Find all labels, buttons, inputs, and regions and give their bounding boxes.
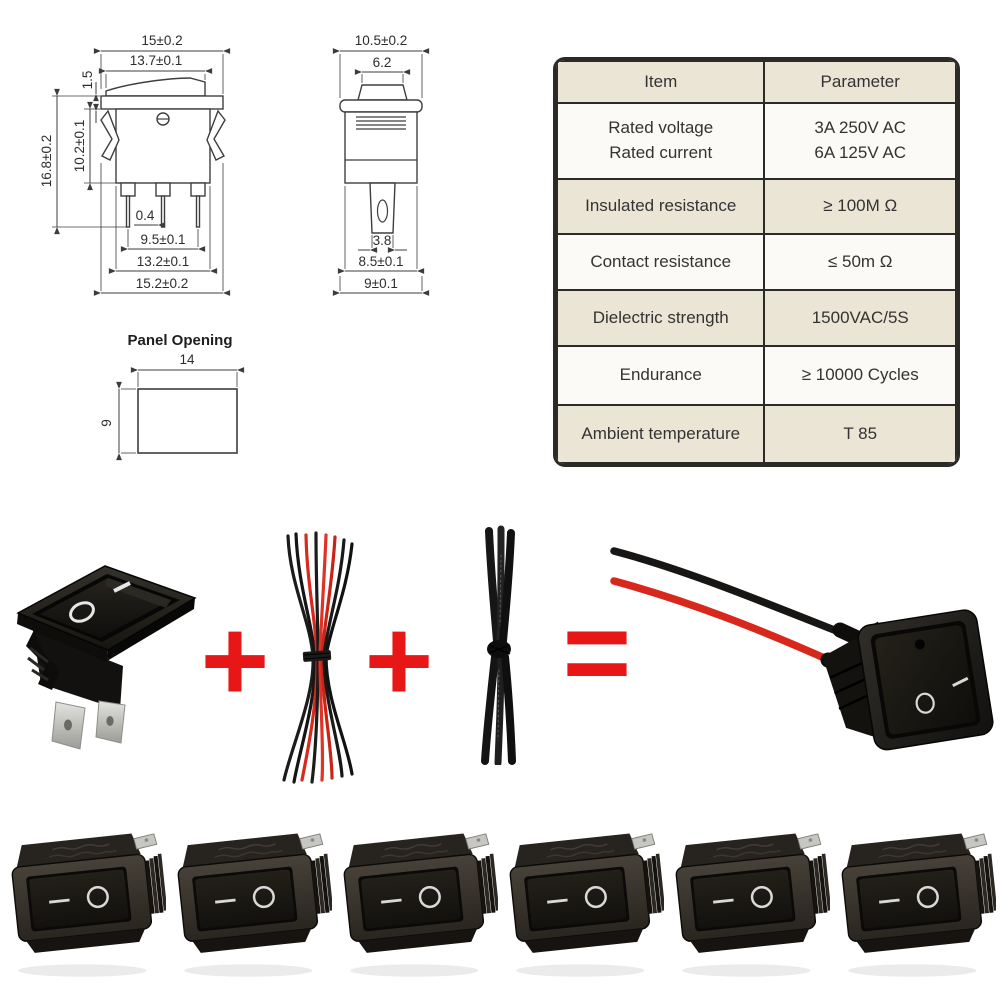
dim-flange-thickness: 1.5 (80, 71, 95, 90)
side-view-diagram: 10.5±0.2 6.2 3.8 8.5±0.1 9±0.1 (332, 33, 430, 296)
dim-panel-width: 14 (179, 352, 195, 367)
plus-sign-1: + (200, 595, 270, 727)
spec-param-cell: 1500VAC/5S (763, 289, 957, 347)
rocker-switch-item-1 (4, 798, 166, 990)
dim-side-top-width: 10.5±0.2 (355, 33, 407, 48)
front-switch-outline (100, 77, 226, 228)
wire-tie (302, 650, 332, 662)
pin-side (369, 182, 396, 234)
panel-opening-diagram: Panel Opening 14 9 (99, 332, 245, 461)
dim-bottom-width: 15.2±0.2 (136, 276, 188, 291)
rocker (875, 625, 976, 735)
wired-switch-body (822, 609, 994, 751)
dim-top-width: 15±0.2 (141, 33, 182, 48)
right-clip (206, 109, 226, 161)
rocker-switch-photo (16, 565, 197, 750)
spec-table: Item Parameter Rated voltage Rated curre… (556, 60, 957, 464)
col-header-parameter: Parameter (763, 60, 957, 104)
pin-hole (376, 199, 389, 223)
red-wire (610, 577, 844, 669)
pins (120, 182, 206, 228)
rocker-switch-item-5 (668, 798, 830, 990)
wired-switch-photo (610, 547, 994, 751)
dim-total-height: 16.8±0.2 (39, 135, 54, 187)
dim-side-body-depth: 8.5±0.1 (359, 254, 404, 269)
spec-item-cell: Rated voltage Rated current (556, 102, 766, 180)
spec-row: Ambient temperature T 85 (556, 404, 957, 464)
shrink-tubes (481, 525, 516, 765)
rocker-switch-item-2 (170, 798, 332, 990)
spec-header-row: Item Parameter (556, 60, 957, 104)
switch-body (33, 630, 123, 710)
spec-row: Insulated resistance ≥ 100M Ω (556, 178, 957, 235)
rocker-profile (105, 77, 206, 97)
side-switch-outline (339, 84, 423, 234)
dim-pin-spacing: 9.5±0.1 (141, 232, 186, 247)
spec-table-wrap: Item Parameter Rated voltage Rated curre… (553, 57, 960, 467)
rocker-switch-item-3 (336, 798, 498, 990)
rocker-side (357, 84, 408, 101)
marking-on-dash (952, 676, 969, 688)
marking-off-o (69, 601, 95, 623)
spec-item-cell: Endurance (556, 345, 766, 406)
equals-sign: = (562, 587, 632, 719)
product-grid (0, 798, 1000, 994)
flange-side (339, 99, 423, 113)
col-header-item: Item (556, 60, 766, 104)
rocker-switch-item-6 (834, 798, 996, 990)
left-clip (100, 109, 120, 161)
dim-body-width: 13.2±0.1 (137, 254, 189, 269)
panel-opening-title: Panel Opening (127, 332, 232, 349)
spec-param-cell: T 85 (763, 404, 957, 464)
dim-side-rocker-depth: 6.2 (373, 55, 392, 70)
spec-param-cell: ≤ 50m Ω (763, 233, 957, 291)
dim-rocker-width: 13.7±0.1 (130, 53, 182, 68)
spec-param-cell: ≥ 100M Ω (763, 178, 957, 235)
panel-cutout-rect (137, 388, 238, 454)
wire-bundle-photo (282, 531, 354, 784)
marking-on-i (113, 581, 131, 593)
front-dimension-labels: 15±0.2 13.7±0.1 1.5 10.2±0.1 16.8±0.2 0.… (39, 33, 189, 291)
dim-panel-height: 9 (99, 419, 114, 427)
spec-param-cell: 3A 250V AC 6A 125V AC (763, 102, 957, 180)
marking-off-o (915, 692, 935, 714)
spec-item-cell: Ambient temperature (556, 404, 766, 464)
dim-side-flange-depth: 9±0.1 (364, 276, 398, 291)
flange (100, 95, 224, 110)
dim-side-pin-width: 3.8 (373, 233, 392, 248)
plus-sign-2: + (364, 595, 434, 727)
heat-shrink-photo (481, 525, 516, 765)
spec-row: Contact resistance ≤ 50m Ω (556, 233, 957, 291)
spec-row: Dielectric strength 1500VAC/5S (556, 289, 957, 347)
spec-row: Rated voltage Rated current 3A 250V AC 6… (556, 102, 957, 180)
side-dimension-labels: 10.5±0.2 6.2 3.8 8.5±0.1 9±0.1 (355, 33, 407, 291)
front-view-diagram: 15±0.2 13.7±0.1 1.5 10.2±0.1 16.8±0.2 0.… (39, 33, 231, 296)
black-wire (610, 547, 856, 641)
spec-item-cell: Dielectric strength (556, 289, 766, 347)
front-dimension-lines (52, 48, 231, 296)
spec-item-cell: Insulated resistance (556, 178, 766, 235)
rocker-switch-item-4 (502, 798, 664, 990)
side-dimension-lines (332, 48, 430, 296)
flange-right-edge (107, 598, 195, 661)
spec-param-cell: ≥ 10000 Cycles (763, 345, 957, 406)
dim-body-height: 10.2±0.1 (72, 120, 87, 172)
spec-item-cell: Contact resistance (556, 233, 766, 291)
body-side (344, 111, 418, 184)
flange-front-edge (17, 613, 108, 662)
dim-pin-thickness: 0.4 (136, 208, 155, 223)
spec-row: Endurance ≥ 10000 Cycles (556, 345, 957, 406)
ribs (356, 116, 406, 130)
